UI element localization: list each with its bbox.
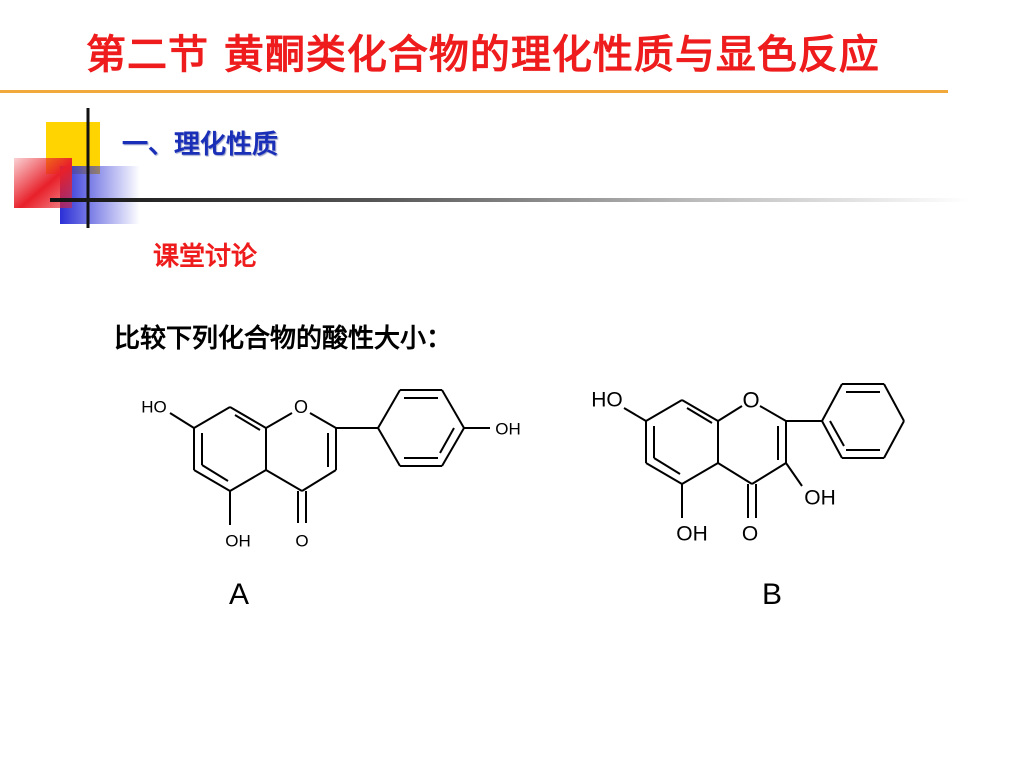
molecule-b-label: B — [762, 578, 783, 611]
section-divider — [50, 198, 970, 202]
discussion-label: 课堂讨论 — [153, 242, 258, 272]
molecule-b-structure: O HO OH OH O — [580, 370, 960, 560]
molecule-b-carbonyl-oxygen: O — [742, 523, 758, 546]
molecule-a-carbonyl-oxygen: O — [295, 532, 308, 551]
deco-blue-square — [60, 166, 140, 224]
title-divider — [0, 90, 948, 93]
molecule-a-structure: O HO OH OH O — [130, 385, 550, 570]
molecule-b-oh-bottom-label: OH — [676, 523, 708, 546]
molecule-a-label: A — [229, 578, 250, 611]
molecule-a-oh-right-label: OH — [495, 420, 521, 439]
molecule-b-ho-label: HO — [591, 389, 623, 412]
molecule-a-ring-oxygen: O — [294, 397, 308, 417]
molecule-a-ho-label: HO — [141, 398, 167, 417]
molecule-b-ring-oxygen: O — [742, 388, 759, 413]
section-heading: 一、理化性质 — [122, 130, 279, 160]
question-text: 比较下列化合物的酸性大小： — [114, 324, 453, 354]
molecule-b-oh-3-label: OH — [804, 487, 836, 510]
decorative-squares — [14, 108, 140, 228]
slide-title: 第二节 黄酮类化合物的理化性质与显色反应 — [86, 32, 880, 78]
molecule-a-oh-bottom-label: OH — [225, 532, 251, 551]
